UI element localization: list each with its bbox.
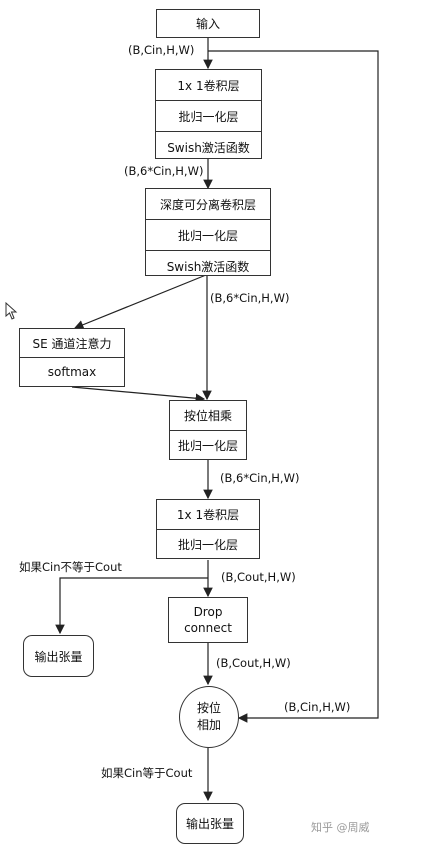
conv1-block: 1x 1卷积层 批归一化层 Swish激活函数 xyxy=(155,69,262,159)
shape-after-conv1: (B,6*Cin,H,W) xyxy=(124,164,204,178)
conv2-layer: 1x 1卷积层 xyxy=(157,500,259,530)
add-label-line2: 相加 xyxy=(196,718,221,732)
drop-connect-box: Drop connect xyxy=(168,597,248,643)
cursor-icon xyxy=(5,302,18,320)
conv2-block: 1x 1卷积层 批归一化层 xyxy=(156,499,260,559)
shape-after-dw: (B,6*Cin,H,W) xyxy=(210,291,290,305)
add-node: 按位 相加 xyxy=(179,686,239,748)
output-tensor-left: 输出张量 xyxy=(23,635,94,677)
dwconv-layer: 深度可分离卷积层 xyxy=(146,189,270,220)
shape-after-multiply: (B,6*Cin,H,W) xyxy=(220,471,300,485)
se-softmax-layer: softmax xyxy=(47,365,97,379)
conv1-layer: 1x 1卷积层 xyxy=(156,70,261,101)
output-tensor-bottom: 输出张量 xyxy=(176,803,244,844)
dwconv-block: 深度可分离卷积层 批归一化层 Swish激活函数 xyxy=(145,188,271,276)
add-label-line1: 按位 xyxy=(196,701,221,715)
input-box: 输入 xyxy=(156,9,260,38)
multiply-bn-layer: 批归一化层 xyxy=(177,438,238,453)
dwconv-swish-layer: Swish激活函数 xyxy=(166,260,250,274)
multiply-layer: 按位相乘 xyxy=(170,401,246,431)
shape-input: (B,Cin,H,W) xyxy=(128,43,195,57)
se-block: SE 通道注意力 softmax xyxy=(19,328,125,387)
shape-after-drop: (B,Cout,H,W) xyxy=(216,656,291,670)
shape-after-conv2: (B,Cout,H,W) xyxy=(221,570,296,584)
shape-skip: (B,Cin,H,W) xyxy=(284,700,351,714)
watermark: 知乎 @周威 xyxy=(311,821,370,834)
se-attention-layer: SE 通道注意力 xyxy=(20,329,124,358)
conv1-bn-layer: 批归一化层 xyxy=(156,101,261,132)
condition-not-equal: 如果Cin不等于Cout xyxy=(19,560,122,574)
condition-equal: 如果Cin等于Cout xyxy=(101,766,193,780)
conv1-swish-layer: Swish激活函数 xyxy=(167,141,250,155)
dwconv-bn-layer: 批归一化层 xyxy=(146,220,270,251)
drop-connect-label: Drop connect xyxy=(184,605,232,635)
conv2-bn-layer: 批归一化层 xyxy=(177,537,238,552)
multiply-block: 按位相乘 批归一化层 xyxy=(169,400,247,460)
